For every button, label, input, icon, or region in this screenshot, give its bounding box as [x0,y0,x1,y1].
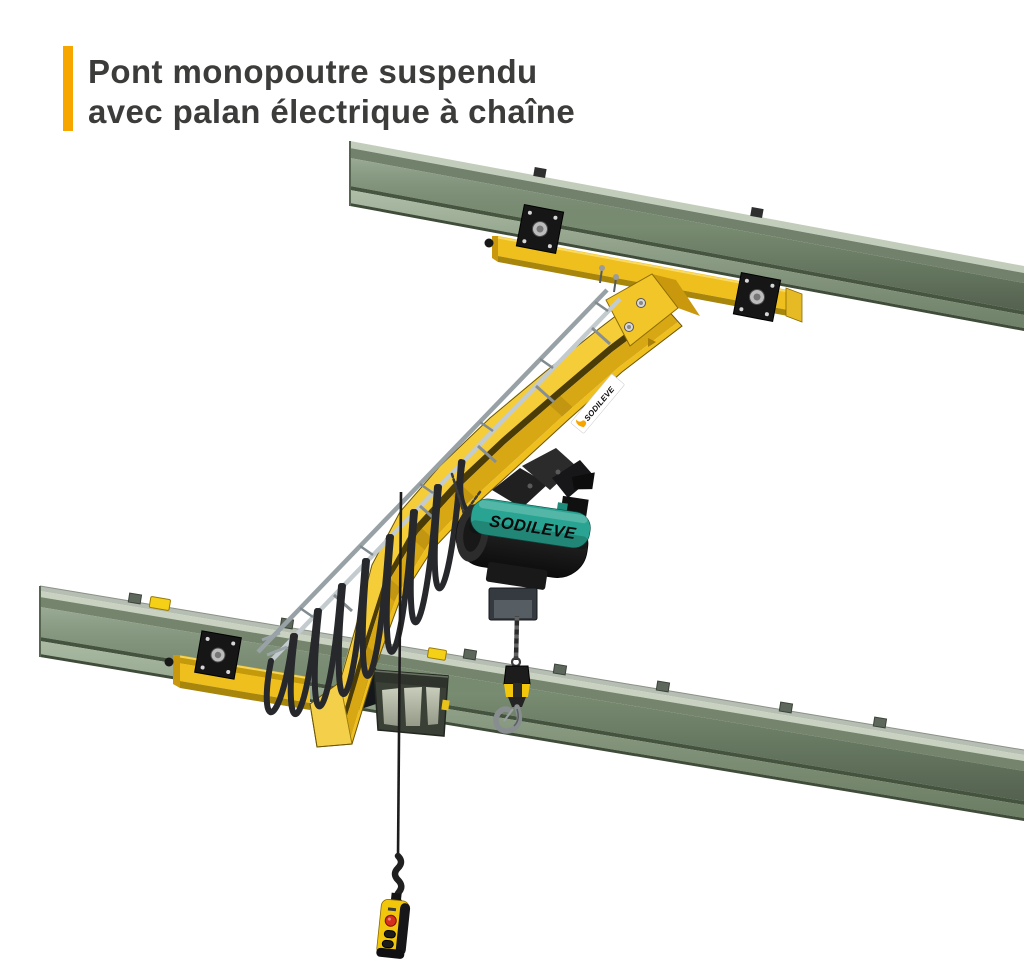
beam-seam [350,186,1024,315]
rail-stud-bolt [599,265,605,271]
festoon-cable-loop [383,509,416,655]
beam-top-flange-edge [40,597,1024,771]
festoon-cable-loop [263,633,296,715]
pendant-bottom-cap [376,947,405,959]
girder-end-hanger [605,273,700,347]
hook-safety-latch [503,708,514,722]
festoon-cable-loop [431,459,464,592]
rail-clip [427,647,447,661]
hook-block-slot [513,683,522,697]
wheel-plate-bolt [200,665,205,670]
hoist-brand-band [470,498,591,549]
wheel-plate-bolt [764,312,769,317]
box-top-shadow [374,670,448,688]
wheel-plate-bolt [205,636,210,641]
lower-runway-beam [39,585,1024,821]
wheel-plate-bolt [739,307,744,312]
box-panel [426,687,440,725]
rail-tube [256,288,609,654]
wheel-plate [194,630,242,680]
carriage-face [498,236,788,310]
upper-runway-beam [349,141,1024,331]
beam-web-shading [40,607,1024,801]
carriage-buffer [164,657,174,667]
trolley-bolt [527,483,533,489]
beam-top-rail-edge [39,585,1024,751]
hook-shading [513,708,519,727]
pendant-control [376,892,411,959]
hoist-limit-arm [571,472,595,490]
pendant-cable [396,491,403,858]
suspension-bolt-nub [533,167,547,178]
pendant-side-strip [395,903,411,955]
wheel-plate-bolt [744,278,749,283]
festoon-cable-loop [407,484,440,626]
festoon-cable-loop [287,608,320,718]
wheel-plate-bolt [226,670,231,675]
wheel-plate-bolt [770,283,775,288]
wheel-plate-bolt [527,210,532,215]
box-top-highlight [374,670,449,678]
pendant-label-slot [387,907,397,912]
title-block: Pont monopoutre suspendu avec palan élec… [63,46,575,131]
beam-top-flange-edge [350,148,1024,283]
pendant-button [383,929,396,939]
carriage-left-cap [492,236,498,262]
chain-container-box [352,668,450,737]
sticker-logo-icon [575,419,587,428]
chain-container-panel [494,600,532,618]
box-latch [441,699,450,711]
festoon-cables [263,459,491,718]
hanger-front-face [605,273,679,347]
load-chain-assembly [493,615,531,734]
pendant-assembly [376,491,411,959]
emergency-stop-button [384,914,397,927]
festoon-cable-loop [359,534,392,679]
hoist-gear-housing [485,561,548,590]
hook-block [503,665,531,707]
hanger-notch [648,338,656,347]
box-panel [382,688,400,726]
pendant-button [381,939,394,949]
beam-web-shading [350,158,1024,311]
beam-top-flange-top [350,141,1024,273]
carriage-right-cap [785,287,803,323]
wheel-plate-bolt [522,239,527,244]
wheel-plate-bolt [547,244,552,249]
festoon-cable-loop [335,558,368,698]
rail-end-studs [599,268,617,293]
beam-bottom-flange-shading [350,190,1024,328]
wheel-plate [732,271,782,323]
rail-end-clamps [261,631,288,657]
rail-stud-bolt [613,274,619,280]
title-accent-bar [63,46,73,131]
beam-top-flange-top [40,591,1024,761]
hanger-side-face [652,274,700,316]
wheel-plate-bolt [553,215,558,220]
wheel-plate [515,203,565,255]
chain-hoist: SODILEVE [455,448,595,621]
carriage-buffer [484,238,494,248]
estop-highlight [387,917,391,921]
band-gloss [478,500,588,524]
rail-clip [148,596,171,611]
rail-tube [269,297,622,663]
girder-outline [309,289,683,748]
trolley-bolt [555,469,561,475]
rail-clamp [299,300,609,619]
load-chain-links [513,615,520,661]
band-shade [469,520,589,550]
title-line-2: avec palan électrique à chaîne [88,93,575,130]
carriage-left-cap [173,655,180,688]
load-chain [513,615,520,661]
box-panel [404,687,422,726]
festoon-cable-loop [311,583,344,710]
wheel-plate-bolt [231,641,236,646]
suspension-bolt-nub [750,207,764,218]
hoist-body: SODILEVE [455,472,595,590]
hook [493,704,523,734]
title-line-1: Pont monopoutre suspendu [88,53,538,90]
